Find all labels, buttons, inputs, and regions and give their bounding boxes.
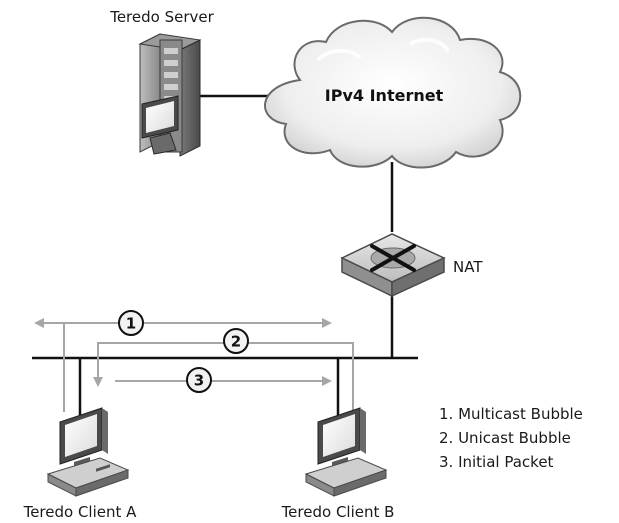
step-badge-3: 3 [186, 367, 212, 393]
cloud-icon [264, 16, 522, 169]
step-badge-3-number: 3 [194, 372, 204, 390]
unicast-arrow [93, 342, 354, 412]
step-badge-1-number: 1 [126, 315, 136, 333]
legend-item-1: 1. Multicast Bubble [439, 405, 583, 423]
client-b-computer [304, 407, 388, 497]
client-a-label: Teredo Client A [23, 503, 138, 521]
desktop-computer-icon [304, 407, 388, 497]
client-a-computer [46, 407, 130, 497]
step-legend: 1. Multicast Bubble 2. Unicast Bubble 3.… [439, 405, 583, 471]
server-label: Teredo Server [109, 8, 214, 26]
step-badge-1: 1 [118, 310, 144, 336]
legend-item-3: 3. Initial Packet [439, 453, 554, 471]
legend-item-2: 2. Unicast Bubble [439, 429, 571, 447]
nat-router-icon [340, 233, 446, 298]
step-badge-2-number: 2 [231, 333, 241, 351]
internet-label: IPv4 Internet [325, 86, 444, 105]
server-tower-icon [138, 33, 202, 157]
nat-label: NAT [453, 258, 483, 276]
message-arrows [34, 318, 354, 412]
client-b-label: Teredo Client B [281, 503, 395, 521]
step-badge-2: 2 [223, 328, 249, 354]
desktop-computer-icon [46, 407, 130, 497]
